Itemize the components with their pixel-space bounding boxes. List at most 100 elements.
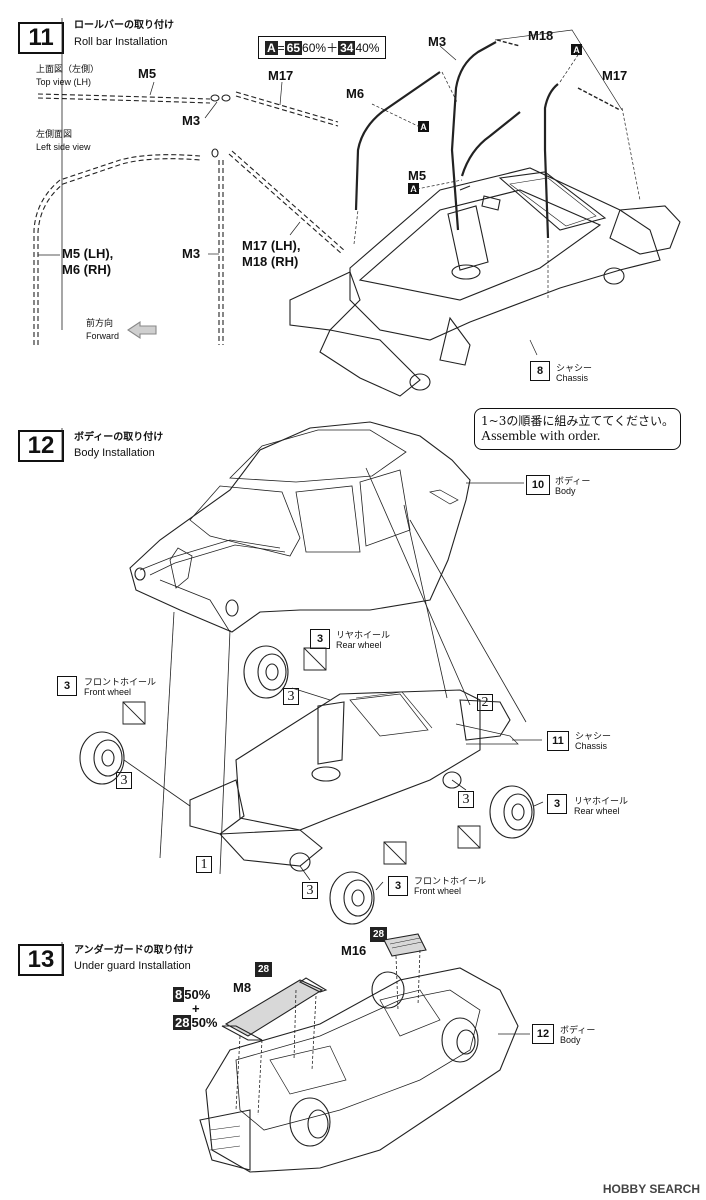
part-m5-lh: M5 (LH), xyxy=(62,246,114,261)
paint-ratio-1: 60%＋ xyxy=(302,41,339,55)
paint-code-34: 34 xyxy=(338,41,356,55)
paint-code-65: 65 xyxy=(284,41,303,55)
part-stamp-28-m16: 28 xyxy=(370,927,387,942)
rollbar-isometric xyxy=(356,40,620,238)
body-ref-12-jp: ボディー xyxy=(560,1026,596,1036)
order-mark-3-front-bottom: 3 xyxy=(302,882,318,899)
part-m5-top: M5 xyxy=(138,66,157,81)
part-m17-lh: M17 (LH), xyxy=(242,238,301,253)
paint-ratio-2: 40% xyxy=(355,41,380,55)
body-ref-12-en: Body xyxy=(560,1035,581,1045)
step-12-title-en: Body Installation xyxy=(74,447,155,459)
order-mark-3-front-left: 3 xyxy=(116,772,132,789)
color-code-28: 28 xyxy=(173,1015,192,1030)
front-wheel-ref-bottom-en: Front wheel xyxy=(414,886,462,896)
color-code-8: 8 xyxy=(173,987,185,1002)
front-wheel-ref-left-box: 3 xyxy=(57,676,77,696)
chassis-ref-8-box: 8 xyxy=(530,361,550,381)
paint-eq: = xyxy=(277,41,285,55)
part-m17-iso: M17 xyxy=(602,68,628,83)
part-m3-top: M3 xyxy=(182,113,201,128)
part-m3-side: M3 xyxy=(182,246,201,261)
order-note: 1~3の順番に組み立ててください。 Assemble with order. xyxy=(474,408,681,450)
top-view-label-jp: 上面図（左側） xyxy=(36,65,100,75)
step-12-title-jp: ボディーの取り付け xyxy=(74,432,164,443)
order-note-en: Assemble with order. xyxy=(481,429,601,444)
step-13-title-en: Under guard Installation xyxy=(74,960,191,972)
wheel-leader-lines xyxy=(124,688,543,890)
side-view-label-jp: 左側面図 xyxy=(36,130,73,140)
chassis-isometric-step11 xyxy=(290,168,680,396)
front-wheel-ref-left-en: Front wheel xyxy=(84,687,132,697)
wheel-rear-right xyxy=(490,786,534,838)
body-ref-12-box: 12 xyxy=(532,1024,554,1044)
step-11-title-jp: ロールバーの取り付け xyxy=(74,20,174,31)
color-mix-plus: + xyxy=(192,1001,200,1016)
wheel-rear-top xyxy=(244,646,288,698)
part-m6-iso: M6 xyxy=(346,86,365,101)
order-mark-3-rear-top: 3 xyxy=(283,688,299,705)
no-glue-icon-rear-right xyxy=(458,826,480,848)
step-12-number: 12 xyxy=(18,430,64,462)
under-guard-m16 xyxy=(384,934,426,956)
rear-wheel-ref-top-en: Rear wheel xyxy=(336,640,382,650)
forward-label-en: Forward xyxy=(86,331,120,341)
body-ref-10-box: 10 xyxy=(526,475,550,495)
front-wheel-ref-left-jp: フロントホイール xyxy=(84,678,157,688)
color-ratio-1: 50% xyxy=(184,987,211,1002)
part-m16: M16 xyxy=(341,943,367,958)
chassis-ref-8-jp: シャシー xyxy=(556,364,593,374)
rear-wheel-ref-right-jp: リヤホイール xyxy=(574,797,629,807)
front-wheel-ref-bottom-box: 3 xyxy=(388,876,408,896)
no-glue-icon-front-left xyxy=(123,702,145,724)
no-glue-icon-front-bottom xyxy=(384,842,406,864)
part-stamp-28-m8: 28 xyxy=(255,962,272,977)
chassis-ref-11-box: 11 xyxy=(547,731,569,751)
body-ref-10-en: Body xyxy=(555,486,576,496)
rear-wheel-ref-top-box: 3 xyxy=(310,629,330,649)
paint-mark-a-1: A xyxy=(571,44,582,55)
watermark: HOBBY SEARCH xyxy=(602,1182,700,1196)
chassis-ref-8-en: Chassis xyxy=(556,373,589,383)
forward-arrow-icon xyxy=(128,322,156,338)
step-13-title-jp: アンダーガードの取り付け xyxy=(74,945,194,956)
part-m5-iso: M5 xyxy=(408,168,427,183)
paint-mark-a-2: A xyxy=(418,121,429,132)
step-11-title-en: Roll bar Installation xyxy=(74,36,168,48)
part-m6-rh: M6 (RH) xyxy=(62,262,112,277)
front-wheel-ref-bottom-jp: フロントホイール xyxy=(414,877,487,887)
part-m8: M8 xyxy=(233,980,252,995)
step-11-number: 11 xyxy=(18,22,64,54)
part-m18-iso: M18 xyxy=(528,28,554,43)
paint-mark-a-3: A xyxy=(408,183,419,194)
order-mark-3-rear-right: 3 xyxy=(458,791,474,808)
no-glue-icon-rear-top xyxy=(304,648,326,670)
chassis-ref-11-jp: シャシー xyxy=(575,732,612,742)
step-13-number: 13 xyxy=(18,944,64,976)
part-m3-iso: M3 xyxy=(428,34,447,49)
chassis-ref-11-en: Chassis xyxy=(575,741,608,751)
side-view-label-en: Left side view xyxy=(36,142,91,152)
order-note-jp: 1~3の順番に組み立ててください。 xyxy=(481,414,674,428)
rear-wheel-ref-right-en: Rear wheel xyxy=(574,806,620,816)
car-body-step12 xyxy=(130,422,470,632)
top-view-label-en: Top view (LH) xyxy=(36,77,92,87)
car-body-underside-step13 xyxy=(200,968,518,1172)
body-leader-lines xyxy=(160,468,526,874)
part-m18-rh: M18 (RH) xyxy=(242,254,299,269)
order-mark-1: 1 xyxy=(196,856,212,873)
chassis-step12 xyxy=(190,690,518,871)
color-ratio-2: 50% xyxy=(191,1015,218,1030)
paint-code-a: A xyxy=(265,41,278,55)
wheel-front-bottom xyxy=(330,872,374,924)
rollbar-iso-leaders xyxy=(354,30,640,355)
rear-wheel-ref-right-box: 3 xyxy=(547,794,567,814)
rear-wheel-ref-top-jp: リヤホイール xyxy=(336,631,391,641)
body-ref-10-jp: ボディー xyxy=(555,477,591,487)
forward-label-jp: 前方向 xyxy=(86,319,114,329)
